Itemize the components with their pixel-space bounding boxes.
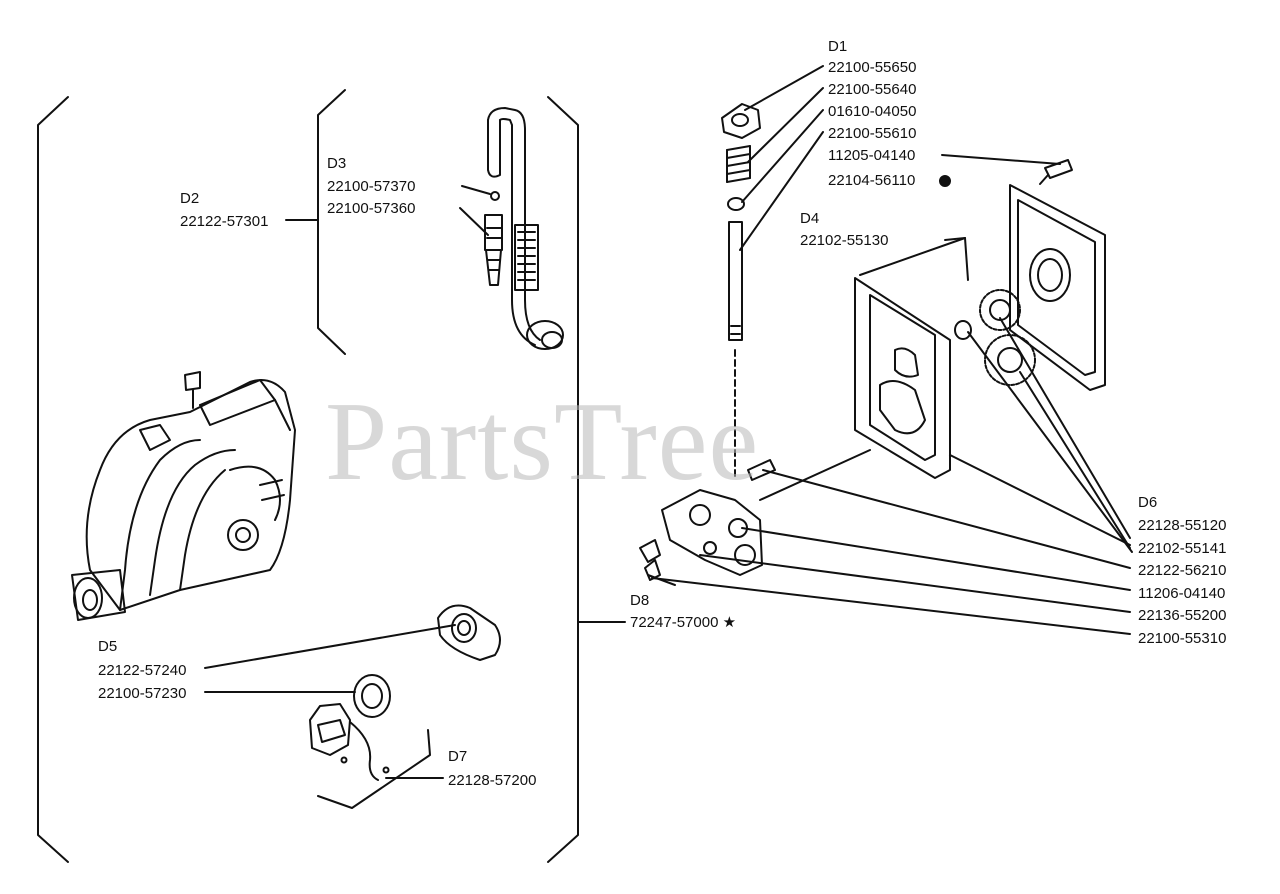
- d3-code: D3: [327, 155, 347, 172]
- d8-code: D8: [630, 592, 650, 609]
- d7-part-1: 22128-57200: [448, 772, 537, 789]
- d6-part-6: 22100-55310: [1138, 630, 1227, 647]
- d5-code: D5: [98, 638, 118, 655]
- d8-part-1: 72247-57000 ★: [630, 614, 737, 631]
- d6-part-2: 22102-55141: [1138, 540, 1227, 557]
- d2-code: D2: [180, 190, 200, 207]
- d1-cap-spring-rod: [721, 65, 1073, 481]
- extra-part-1: 11205-04140: [828, 147, 916, 164]
- d2-housing: [71, 371, 296, 621]
- d1-part-4: 22100-55610: [828, 125, 917, 142]
- d5-part-1: 22122-57240: [98, 662, 187, 679]
- d3-part-2: 22100-57360: [327, 200, 416, 217]
- d3-bracket: [317, 89, 346, 355]
- d2-part-1: 22122-57301: [180, 213, 269, 230]
- d6-part-1: 22128-55120: [1138, 517, 1227, 534]
- d5-seal-parts: [204, 604, 501, 781]
- d8-pump-body: [639, 449, 1131, 635]
- d1-part-2: 22100-55640: [828, 81, 917, 98]
- d5-part-2: 22100-57230: [98, 685, 187, 702]
- watermark: PartsTree: [325, 380, 760, 504]
- d6-part-4: 11206-04140: [1138, 585, 1226, 602]
- d6-part-5: 22136-55200: [1138, 607, 1227, 624]
- main-bracket: [37, 96, 69, 863]
- d4-cover-plates: [854, 184, 1131, 546]
- d1-part-1: 22100-55650: [828, 59, 917, 76]
- d7-code: D7: [448, 748, 468, 765]
- d3-hose-assembly: [484, 107, 564, 350]
- d6-part-3: 22122-56210: [1138, 562, 1227, 579]
- d4-part-1: 22102-55130: [800, 232, 889, 249]
- d7-bracket: [317, 729, 431, 809]
- d1-code: D1: [828, 38, 848, 55]
- d4-code: D4: [800, 210, 820, 227]
- d1-part-3: 01610-04050: [828, 103, 917, 120]
- d6-code: D6: [1138, 494, 1158, 511]
- main-bracket-right: [547, 96, 579, 863]
- extra-part-2: 22104-56110: [828, 172, 916, 189]
- d3-part-1: 22100-57370: [327, 178, 416, 195]
- d6-gears: [954, 289, 1133, 553]
